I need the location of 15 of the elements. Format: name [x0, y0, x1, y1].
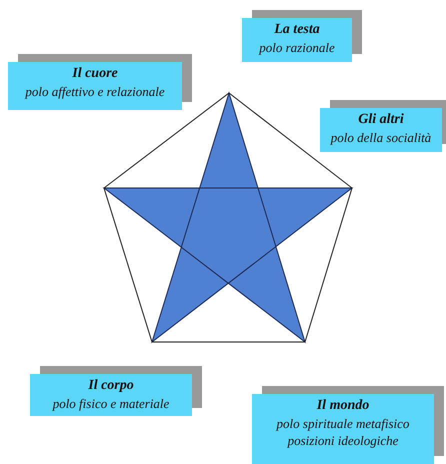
pole-description: polo fisico e materiale [51, 395, 170, 412]
pole-description: polo spirituale metafisico posizioni ideologiche [274, 415, 410, 449]
label-card [252, 394, 434, 464]
label-card [320, 108, 442, 152]
label-card [242, 18, 352, 62]
pole-description: polo affettivo e relazionale [24, 83, 166, 100]
pole-title: La testa [273, 21, 321, 39]
pole-title: Gli altri [357, 111, 405, 129]
label-card [30, 374, 192, 416]
label-card [8, 62, 182, 110]
pole-description: polo della socialità [329, 129, 432, 146]
pole-title: Il cuore [71, 65, 119, 83]
pole-title: Il mondo [316, 397, 370, 415]
pole-title: Il corpo [87, 377, 135, 395]
pole-description: polo razionale [258, 39, 336, 56]
